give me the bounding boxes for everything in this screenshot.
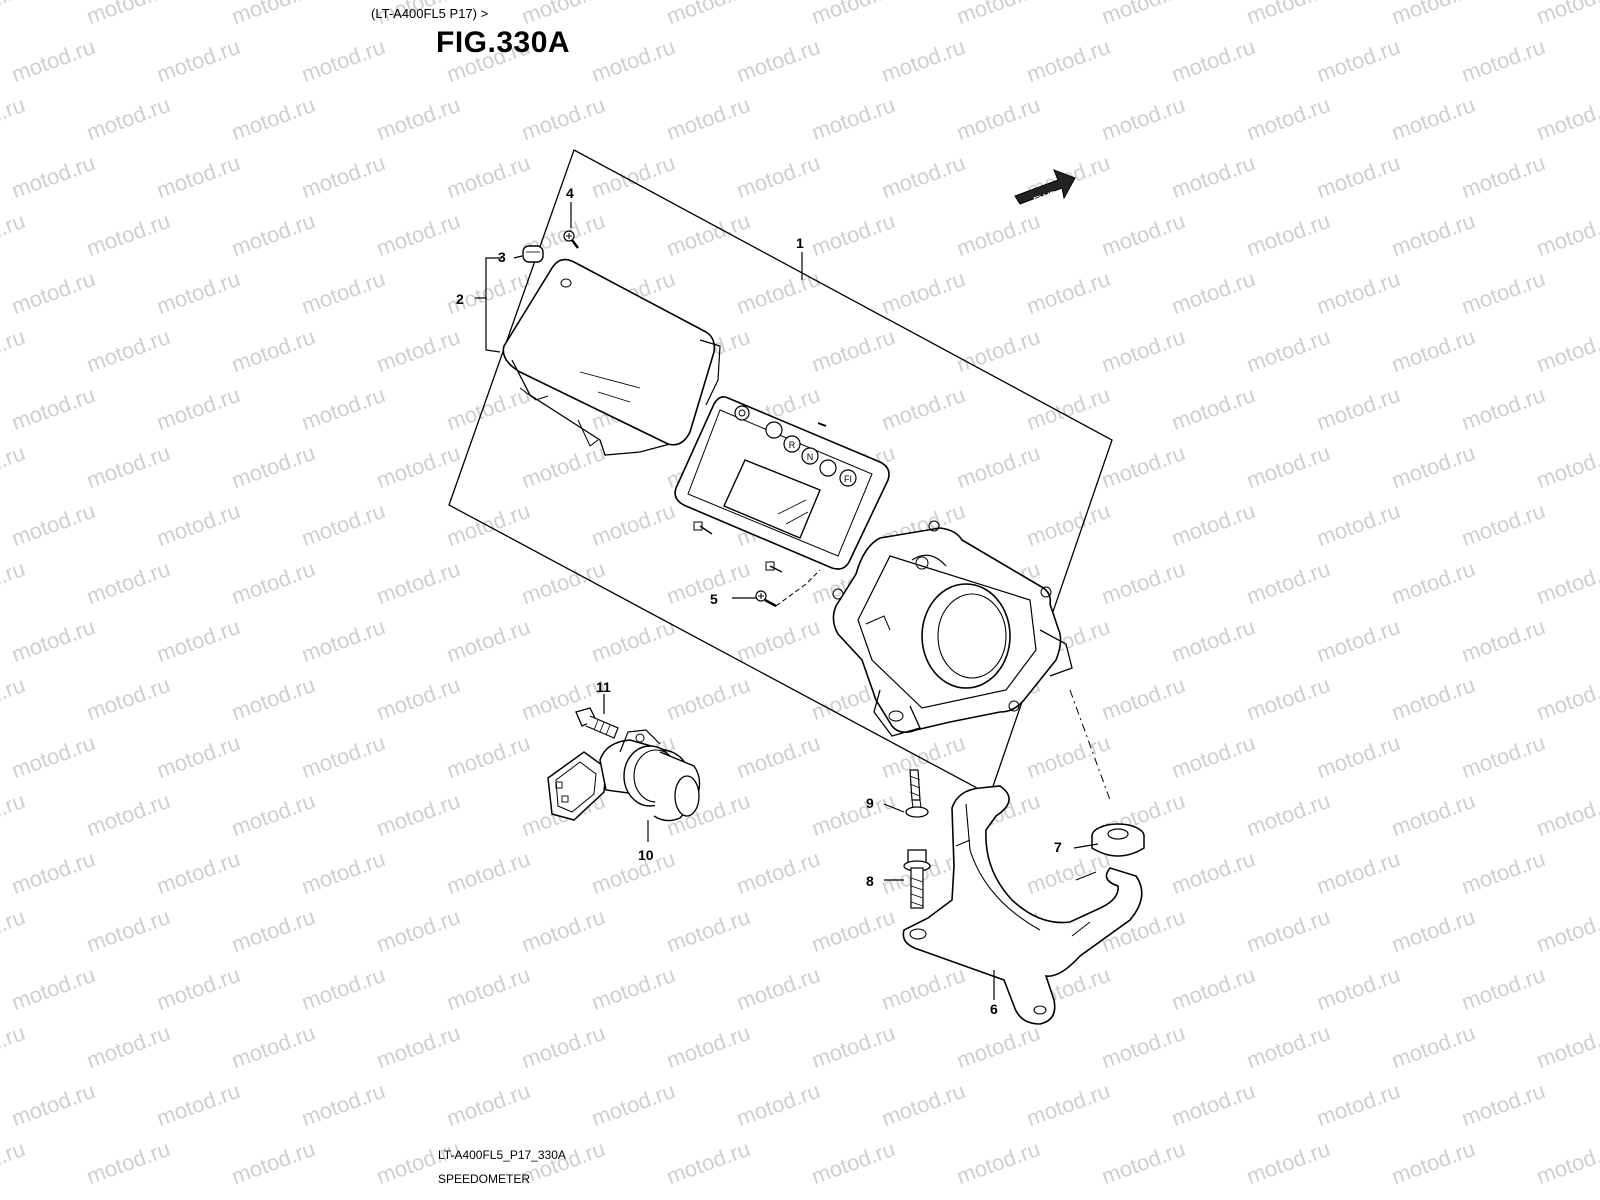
figure-title: FIG.330A <box>436 26 571 59</box>
indicator-lamp-label: N <box>807 452 814 462</box>
fwd-arrow-icon: FWD <box>1014 169 1076 208</box>
indicator-lamps: R N FI <box>765 421 857 487</box>
model-reference: (LT-A400FL5 P17) > <box>371 6 489 21</box>
cushion-icon <box>1091 823 1145 857</box>
indicator-lamp-icon <box>801 447 819 465</box>
callout-4: 4 <box>566 185 574 201</box>
callout-11: 11 <box>596 679 611 695</box>
indicator-lamp-icon <box>783 435 801 453</box>
callout-6: 6 <box>990 1001 998 1017</box>
drawing-code: LT-A400FL5_P17_330A <box>438 1148 566 1162</box>
assembly-name: SPEEDOMETER <box>438 1172 531 1186</box>
screw-icon <box>905 769 929 818</box>
cap-icon <box>522 245 544 263</box>
callout-7: 7 <box>1054 839 1062 855</box>
callout-1: 1 <box>796 235 804 251</box>
indicator-lamp-icon <box>765 421 783 439</box>
callout-2: 2 <box>456 291 464 307</box>
leader-lines <box>475 202 1099 1000</box>
screw-icon <box>563 230 579 249</box>
bolt-icon <box>903 849 931 909</box>
callout-labels: 1 2 3 4 5 6 7 8 9 10 11 <box>456 185 1062 1017</box>
callout-9: 9 <box>866 795 874 811</box>
indicator-lamp-label: FI <box>844 474 852 484</box>
callout-10: 10 <box>638 847 654 863</box>
meter-case-cover <box>502 258 721 456</box>
indicator-lamp-label: R <box>789 440 796 450</box>
meter-housing <box>832 520 1073 737</box>
bolt-icon <box>575 707 619 739</box>
screw-icon <box>755 590 777 608</box>
callout-3: 3 <box>498 249 506 265</box>
callout-5: 5 <box>710 591 718 607</box>
callout-8: 8 <box>866 873 874 889</box>
indicator-lamp-icon <box>819 459 837 477</box>
indicator-lamp-icon <box>839 469 857 487</box>
meter-display-unit <box>674 396 890 573</box>
speed-sensor <box>547 729 701 822</box>
bracket <box>902 785 1143 1025</box>
